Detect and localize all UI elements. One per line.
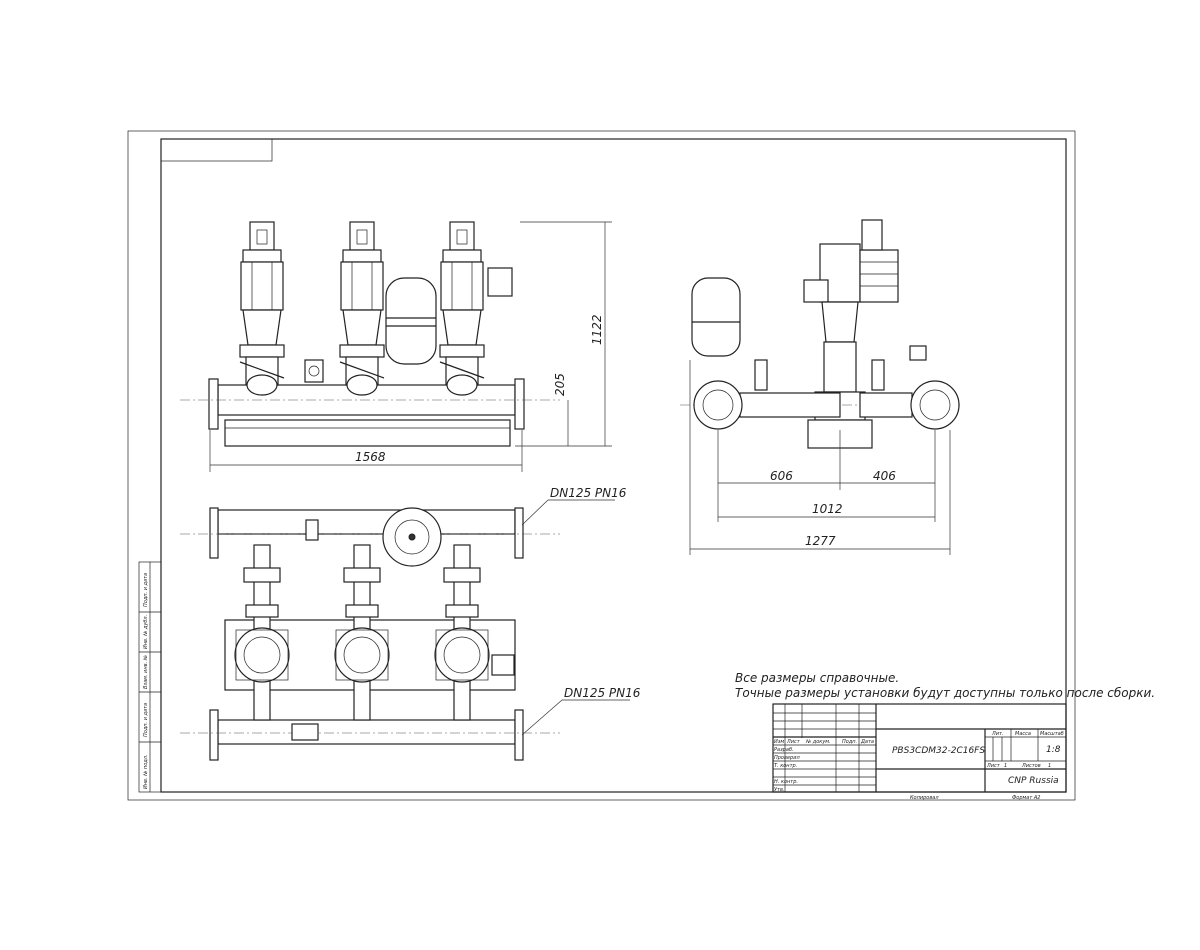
dim-1277: 1277 (805, 534, 836, 548)
dim-406: 406 (873, 469, 896, 483)
side-strip: Подп. и дата Инв. № дубл. Взам. инв. № П… (138, 561, 162, 793)
dim-1012: 1012 (812, 502, 843, 516)
mass-label: Масса (1015, 731, 1031, 737)
motor (240, 261, 284, 311)
lower-header (217, 719, 516, 745)
note-line-2: Точные размеры установки будут доступны … (735, 686, 1155, 700)
dim-1122: 1122 (590, 314, 604, 345)
expansion-tank (385, 277, 437, 365)
row-prov: Проверил (774, 755, 800, 761)
strip-label: Взам. инв. № (143, 655, 149, 689)
pipe-callouts: DN125 PN16 DN125 PN16 (521, 486, 641, 736)
scale-value: 1:8 (1046, 745, 1061, 755)
sheets-value: 1 (1048, 763, 1051, 769)
row-tkontr: Т. контр. (774, 763, 797, 769)
corner-stamp (160, 138, 273, 162)
col-doc: № докум. (805, 739, 831, 745)
strip-label: Подп. и дата (143, 703, 149, 737)
note-line-1: Все размеры справочные. (735, 671, 899, 685)
front-dimensions: 1122 205 1568 (209, 221, 612, 472)
dim-205: 205 (553, 373, 567, 396)
scale-label: Масштаб (1040, 731, 1064, 737)
callout-upper: DN125 PN16 (550, 486, 627, 500)
col-date: Дата (860, 739, 874, 745)
sheet-label: Лист (986, 763, 1001, 769)
format-label: Формат А2 (1012, 795, 1040, 801)
side-view (680, 219, 960, 449)
sheet-value: 1 (1004, 763, 1007, 769)
inner-frame (160, 138, 1067, 793)
upper-header (217, 509, 516, 535)
top-view (180, 507, 560, 761)
strip-label: Инв. № подл. (143, 755, 149, 790)
col-sign: Подп. (842, 739, 857, 745)
company: CNP Russia (1008, 776, 1059, 786)
copied-label: Копировал (910, 795, 939, 801)
callout-lower: DN125 PN16 (564, 686, 641, 700)
front-view (180, 221, 560, 447)
side-dimensions: 606 406 1012 1277 (689, 360, 951, 555)
designation: PBS3CDM32-2C16FS (892, 746, 985, 756)
strip-label: Инв. № дубл. (143, 615, 149, 649)
sheets-label: Листов (1021, 763, 1041, 769)
title-block: Изм Лист № докум. Подп. Дата Разраб. Про… (772, 703, 1067, 801)
base-frame (224, 419, 511, 447)
dim-606: 606 (770, 469, 793, 483)
col-izm: Изм (774, 739, 784, 745)
control-box (487, 267, 513, 297)
col-list: Лист (786, 739, 801, 745)
outer-frame (127, 130, 1076, 801)
row-razrab: Разраб. (774, 747, 794, 753)
strip-label: Подп. и дата (143, 573, 149, 607)
row-utv: Утв. (774, 787, 785, 793)
dim-1568: 1568 (355, 450, 386, 464)
expansion-tank (691, 277, 741, 357)
row-nkontr: Н. контр. (774, 779, 798, 785)
lit-label: Лит. (991, 731, 1004, 737)
